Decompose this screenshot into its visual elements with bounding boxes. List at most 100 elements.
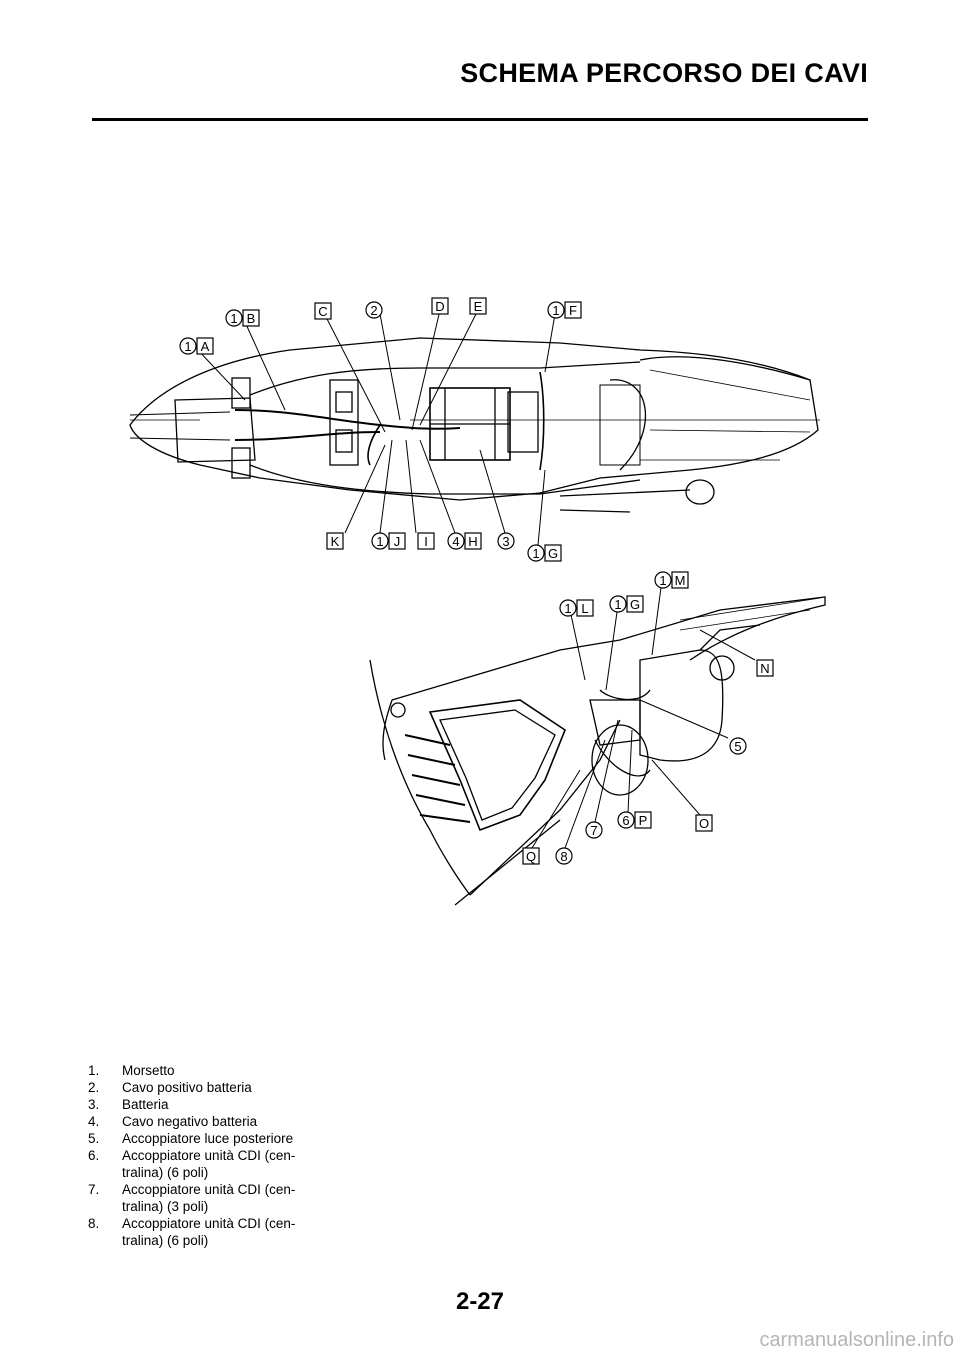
callout-number-circle xyxy=(585,821,603,839)
legend: 1. Morsetto 2. Cavo positivo batteria 3. Batt… xyxy=(88,1062,338,1249)
callout-letter: G xyxy=(630,597,640,612)
callout-letter-box xyxy=(431,297,449,315)
legend-item-text: Batteria xyxy=(122,1096,338,1113)
callout-letter-box xyxy=(564,301,582,319)
watermark: carmanualsonline.info xyxy=(759,1329,954,1351)
callout-letter: N xyxy=(760,661,769,676)
legend-item: 6. Accoppiatore unità CDI (cen-tralina) (… xyxy=(88,1147,338,1181)
callout-letter-box xyxy=(242,309,260,327)
callout-letter: Q xyxy=(526,849,536,864)
callout-number-circle xyxy=(179,337,197,355)
header-rule xyxy=(92,118,868,121)
callout-letter: P xyxy=(639,813,648,828)
top-leader-lines xyxy=(195,309,556,546)
legend-item-text: Accoppiatore luce posteriore xyxy=(122,1130,338,1147)
legend-item-line: Accoppiatore unità CDI (cen- xyxy=(122,1216,296,1231)
callout-number-circle xyxy=(729,737,747,755)
legend-item-text: Cavo negativo batteria xyxy=(122,1113,338,1130)
callout-letter: B xyxy=(247,311,256,326)
legend-item-line: tralina) (3 poli) xyxy=(122,1199,209,1214)
callout-number: 1 xyxy=(659,573,666,588)
callout-letter-box xyxy=(756,659,774,677)
callout-letter-box xyxy=(671,571,689,589)
callout-number: 3 xyxy=(502,534,509,549)
callout-letter: I xyxy=(424,534,428,549)
callout-number-circle xyxy=(527,544,545,562)
bottom-callout-8: 8 xyxy=(555,847,573,865)
legend-item-line: Batteria xyxy=(122,1097,169,1112)
callout-letter: M xyxy=(675,573,686,588)
legend-item-text: Accoppiatore unità CDI (cen-tralina) (6 … xyxy=(122,1147,338,1181)
legend-item-number: 2. xyxy=(88,1080,100,1095)
bottom-leader-lines xyxy=(531,579,756,849)
top-callout-11: 3 xyxy=(497,532,515,550)
legend-item-number: 1. xyxy=(88,1063,100,1078)
bottom-callout-3: N xyxy=(756,659,774,677)
callout-number-circle xyxy=(547,301,565,319)
callout-number-circle xyxy=(559,599,577,617)
top-callout-9: I xyxy=(417,532,435,550)
legend-item: 5.Accoppiatore luce posteriore xyxy=(88,1130,338,1147)
callout-letter-box xyxy=(196,337,214,355)
legend-item-line: Cavo positivo batteria xyxy=(122,1080,252,1095)
legend-item-text: Cavo positivo batteria xyxy=(122,1079,338,1096)
callout-letter: G xyxy=(548,546,558,561)
legend-item-number: 3. xyxy=(88,1097,100,1112)
bottom-callout-6: O xyxy=(695,814,713,832)
callout-letter: K xyxy=(331,534,340,549)
legend-item-number: 6. xyxy=(88,1148,100,1163)
callout-letter: F xyxy=(569,303,577,318)
legend-item: 1. Morsetto xyxy=(88,1062,338,1079)
callout-number: 1 xyxy=(564,601,571,616)
top-callout-4: D xyxy=(431,297,449,315)
legend-item-number: 4. xyxy=(88,1114,100,1129)
callout-letter-box xyxy=(626,595,644,613)
callout-letter-box xyxy=(388,532,406,550)
callout-letter-box xyxy=(314,302,332,320)
legend-item-text: Morsetto xyxy=(122,1062,338,1079)
callout-letter: L xyxy=(581,601,588,616)
callout-letter-box xyxy=(576,599,594,617)
callout-number-circle xyxy=(497,532,515,550)
callout-number: 7 xyxy=(590,823,597,838)
legend-item: 7.Accoppiatore unità CDI (cen-tralina) (… xyxy=(88,1181,338,1215)
callout-number: 4 xyxy=(452,534,459,549)
callout-number-circle xyxy=(371,532,389,550)
callout-number: 1 xyxy=(230,311,237,326)
callout-number: 1 xyxy=(552,303,559,318)
callout-letter-box xyxy=(695,814,713,832)
legend-item-line: Accoppiatore unità CDI (cen- xyxy=(122,1148,296,1163)
top-callout-7: K xyxy=(326,532,344,550)
callout-number-circle xyxy=(617,811,635,829)
callout-number-circle xyxy=(365,301,383,319)
callout-number-circle xyxy=(447,532,465,550)
callout-letter: H xyxy=(468,534,477,549)
callout-number: 1 xyxy=(532,546,539,561)
callout-letter-box xyxy=(326,532,344,550)
callout-letter: A xyxy=(201,339,210,354)
bottom-callout-7: 7 xyxy=(585,821,603,839)
callout-letter-box xyxy=(417,532,435,550)
bottom-callout-9: Q xyxy=(522,847,540,865)
callout-letter: D xyxy=(435,299,444,314)
callout-number-circle xyxy=(555,847,573,865)
legend-item-line: Cavo negativo batteria xyxy=(122,1114,258,1129)
callout-letter-box xyxy=(464,532,482,550)
callout-number: 5 xyxy=(734,739,741,754)
legend-item-line: Morsetto xyxy=(122,1063,175,1078)
callout-letter: C xyxy=(318,304,327,319)
legend-item-text: Accoppiatore unità CDI (cen-tralina) (6 … xyxy=(122,1215,338,1249)
callout-number: 1 xyxy=(376,534,383,549)
page-number: 2-27 xyxy=(455,1288,505,1315)
callout-letter: J xyxy=(394,534,401,549)
legend-item-line: Accoppiatore luce posteriore xyxy=(122,1131,294,1146)
page-title: SCHEMA PERCORSO DEI CAVI xyxy=(460,58,868,88)
